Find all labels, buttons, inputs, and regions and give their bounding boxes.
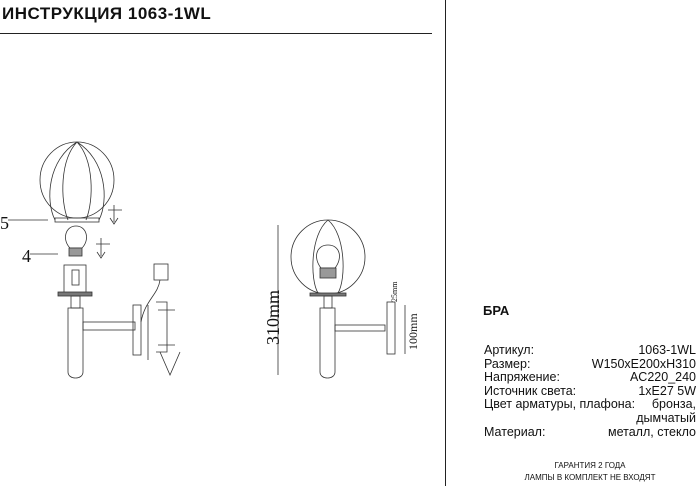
spec-value: металл, стекло (608, 424, 696, 439)
dimension-view: 310mm 25mm 100mm (263, 219, 420, 379)
exploded-view: 5 4 (0, 141, 181, 379)
title-divider (0, 33, 432, 34)
page-title: ИНСТРУКЦИЯ 1063-1WL (2, 4, 212, 23)
wall-plate (132, 304, 142, 356)
spec-value: W150xE200xH310 (591, 356, 696, 371)
bulbs-not-included-text: ЛАМПЫ В КОМПЛЕКТ НЕ ВХОДЯТ (524, 473, 656, 482)
spec-value: AC220_240 (629, 370, 696, 385)
column-divider (445, 0, 446, 486)
height-label: 310mm (263, 290, 283, 345)
lamp-body (319, 307, 336, 379)
spec-row: дымчатый (484, 410, 696, 426)
spec-label: Напряжение: (484, 370, 560, 385)
part-label-4: 4 (22, 246, 31, 266)
spec-label: Источник света: (484, 383, 577, 398)
spec-row: Источник света: 1xE27 5W (484, 383, 696, 399)
spec-value: 1xE27 5W (638, 383, 696, 398)
rotate-arrow-icon (96, 238, 110, 259)
lamp-socket (63, 264, 87, 294)
shade-ring (54, 217, 100, 223)
spec-row: Артикул: 1063-1WL (484, 343, 696, 358)
bulb-icon (65, 225, 87, 249)
warranty-note: ГАРАНТИЯ 2 ГОДА ЛАМПЫ В КОМПЛЕКТ НЕ ВХОД… (470, 460, 700, 484)
terminal-block (153, 263, 169, 281)
warranty-text: ГАРАНТИЯ 2 ГОДА (554, 461, 626, 470)
spec-label: Артикул: (484, 343, 535, 357)
spec-value: бронза, (651, 397, 696, 412)
spec-value: дымчатый (636, 410, 696, 425)
rotate-arrow-icon (108, 205, 122, 225)
lamp-body (67, 307, 84, 379)
spec-label: Материал: (484, 424, 546, 439)
spec-row: Напряжение: AC220_240 (484, 371, 696, 385)
spec-label: Цвет арматуры, плафона: (484, 397, 636, 412)
spec-table: Артикул: 1063-1WL Размер: W150xE200xH310 Н… (484, 343, 696, 440)
spec-row: Цвет арматуры, плафона: бронза, (484, 398, 696, 412)
product-type: БРА (483, 303, 510, 318)
part-label-5: 5 (0, 213, 9, 233)
wall-plate (386, 301, 396, 355)
bulb-icon (316, 244, 340, 269)
small-dim-label: 25mm (390, 281, 399, 302)
globe-shade (290, 219, 366, 295)
spec-row: Материал: металл, стекло (484, 424, 696, 440)
spec-value: 1063-1WL (638, 343, 696, 357)
mount-dim-label: 100mm (406, 313, 420, 350)
spec-label: Размер: (484, 356, 531, 371)
spec-row: Размер: W150xE200xH310 (484, 356, 696, 372)
